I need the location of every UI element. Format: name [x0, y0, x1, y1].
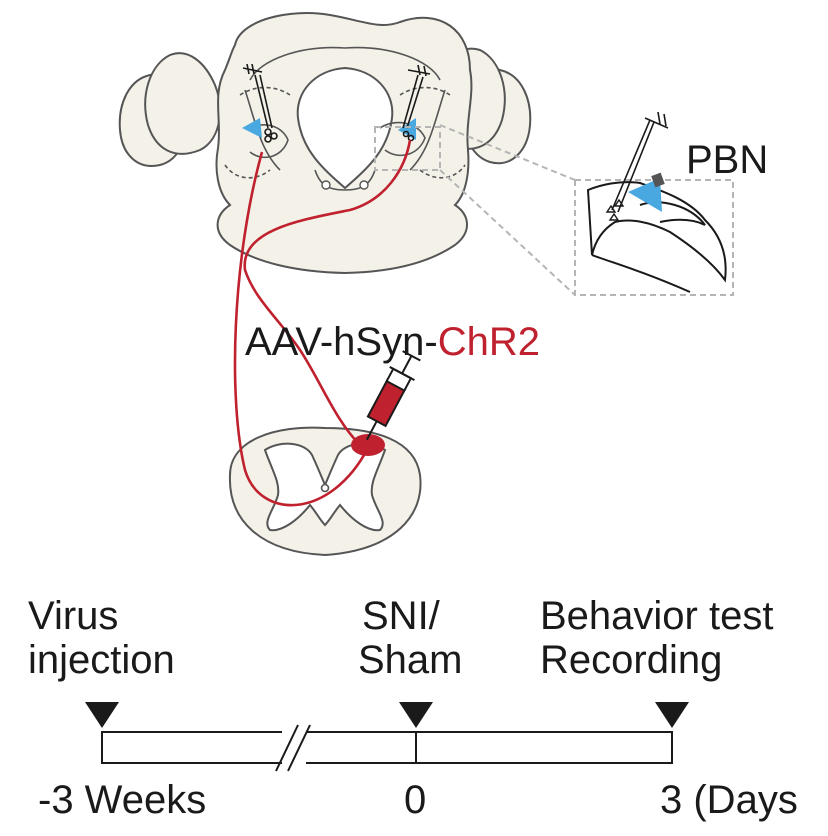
event-behavior-line1: Behavior test	[540, 594, 774, 638]
timeline	[85, 702, 689, 772]
brain-electrodes	[242, 63, 431, 143]
marker-virus-injection	[85, 702, 119, 728]
injection-site	[351, 434, 385, 456]
virus-construct-prefix: AAV-hSyn-	[245, 320, 438, 364]
pbn-inset	[374, 111, 734, 296]
syringe-icon	[365, 350, 421, 441]
marker-sni-sham	[399, 702, 433, 728]
event-virus-line1: Virus	[28, 594, 119, 638]
fourth-ventricle	[296, 66, 394, 190]
tick-label-zero: 0	[404, 778, 427, 822]
tick-label-start: -3 Weeks	[38, 778, 207, 822]
event-virus-line2: injection	[28, 638, 175, 682]
optic-fibers	[242, 118, 416, 140]
virus-construct-opsin: ChR2	[437, 320, 540, 364]
event-behavior-line2: Recording	[540, 638, 723, 682]
timeline-bar	[101, 731, 673, 764]
inset-light-cone	[628, 178, 662, 212]
event-sni-line1: SNI/	[362, 594, 440, 638]
tick-label-end: 3 (Days	[660, 778, 798, 822]
brainstem-section	[118, 12, 532, 275]
inset-box	[374, 126, 441, 171]
left-light-cone	[242, 118, 262, 138]
right-light-cone	[398, 118, 416, 140]
event-sni-line2: Sham	[358, 638, 463, 682]
pbn-label: PBN	[686, 138, 769, 182]
left-mid-lobe	[144, 52, 221, 155]
virus-construct-label: AAV-hSyn-ChR2	[245, 322, 540, 362]
spinal-cord-section	[228, 426, 422, 557]
projection-axons	[233, 139, 412, 507]
marker-behavior-test	[655, 702, 689, 728]
